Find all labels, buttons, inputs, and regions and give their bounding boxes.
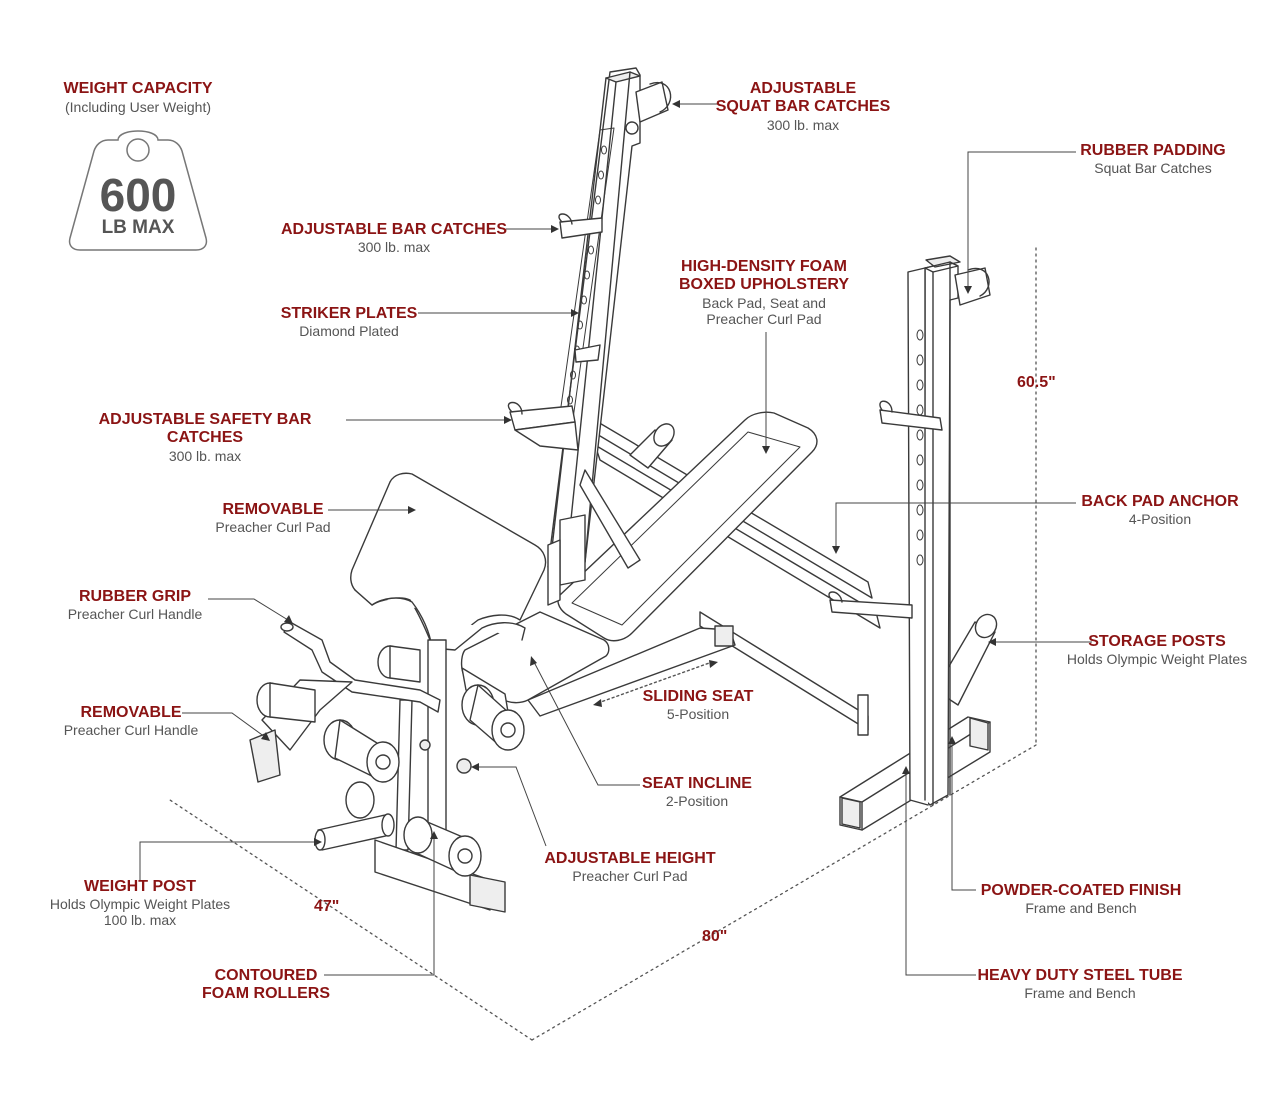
callout-subtitle: Back Pad, Seat and Preacher Curl Pad	[702, 294, 826, 327]
storage-post-left	[629, 423, 675, 469]
weight-capacity-title: WEIGHT CAPACITY	[63, 80, 213, 97]
callout-subtitle: 300 lb. max	[766, 116, 840, 133]
callout-rubber-padding: RUBBER PADDING Squat Bar Catches	[1063, 142, 1243, 176]
callout-title: REMOVABLE	[222, 501, 324, 518]
callout-title: POWDER-COATED FINISH	[980, 882, 1182, 899]
callout-title: WEIGHT POST	[84, 878, 196, 895]
left-upright	[507, 67, 672, 571]
callout-subtitle: Preacher Curl Handle	[63, 722, 199, 739]
callout-subtitle: Frame and Bench	[1025, 900, 1137, 917]
callout-subtitle: Preacher Curl Pad	[572, 868, 688, 885]
weight-capacity-number: 600	[99, 169, 177, 221]
dimension-width: 80"	[702, 928, 728, 945]
seat	[460, 611, 736, 717]
callout-subtitle: Frame and Bench	[1024, 985, 1136, 1002]
callout-weight-post: WEIGHT POST Holds Olympic Weight Plates …	[40, 878, 240, 929]
weight-capacity-subtitle: (Including User Weight)	[64, 99, 212, 115]
foam-rollers	[256, 645, 525, 877]
callout-title: ADJUSTABLE SQUAT BAR CATCHES	[715, 80, 891, 116]
callout-title: HEAVY DUTY STEEL TUBE	[977, 967, 1183, 984]
callout-steel-tube: HEAVY DUTY STEEL TUBE Frame and Bench	[970, 967, 1190, 1001]
callout-striker-plates: STRIKER PLATES Diamond Plated	[269, 305, 429, 339]
sliding-seat-travel	[597, 661, 713, 704]
callout-removable-handle: REMOVABLE Preacher Curl Handle	[46, 704, 216, 738]
preacher-curl-pad	[350, 472, 547, 651]
callout-title: RUBBER PADDING	[1080, 142, 1226, 159]
callout-title: BACK PAD ANCHOR	[1081, 493, 1239, 510]
callout-title: SLIDING SEAT	[642, 688, 754, 705]
callout-subtitle: Holds Olympic Weight Plates 100 lb. max	[49, 896, 231, 929]
callout-subtitle: Diamond Plated	[299, 323, 399, 340]
callout-title: RUBBER GRIP	[78, 588, 191, 605]
callout-bar-catches: ADJUSTABLE BAR CATCHES 300 lb. max	[276, 221, 512, 255]
callout-title: HIGH-DENSITY FOAM BOXED UPHOLSTERY	[678, 258, 850, 294]
callout-foam-rollers: CONTOURED FOAM ROLLERS	[186, 967, 346, 1004]
callout-title: CONTOURED FOAM ROLLERS	[202, 967, 330, 1003]
callout-sliding-seat: SLIDING SEAT 5-Position	[628, 688, 768, 722]
callout-subtitle: 4-Position	[1128, 511, 1192, 528]
callout-title: ADJUSTABLE HEIGHT	[544, 850, 716, 867]
right-upright	[828, 255, 991, 806]
adjustment-knob	[419, 739, 472, 774]
callout-title: SEAT INCLINE	[642, 775, 752, 792]
callout-back-pad-anchor: BACK PAD ANCHOR 4-Position	[1070, 493, 1250, 527]
leader-arrowheads	[261, 100, 996, 846]
callout-title: ADJUSTABLE SAFETY BAR CATCHES	[98, 411, 312, 447]
callout-subtitle: Preacher Curl Handle	[67, 606, 203, 623]
callout-subtitle: Holds Olympic Weight Plates	[1066, 651, 1248, 668]
callout-upholstery: HIGH-DENSITY FOAM BOXED UPHOLSTERY Back …	[664, 258, 864, 327]
callout-squat-bar-catches: ADJUSTABLE SQUAT BAR CATCHES 300 lb. max	[703, 80, 903, 133]
weight-capacity-unit: LB MAX	[101, 217, 175, 238]
back-pad	[557, 411, 818, 642]
left-lower-frame	[547, 469, 641, 606]
leader-lines	[139, 103, 1092, 976]
callout-title: STORAGE POSTS	[1088, 633, 1226, 650]
callout-title: REMOVABLE	[80, 704, 182, 721]
weight-post	[314, 813, 395, 851]
callout-subtitle: 300 lb. max	[168, 447, 242, 464]
callout-rubber-grip: RUBBER GRIP Preacher Curl Handle	[50, 588, 220, 622]
callout-title: ADJUSTABLE BAR CATCHES	[280, 221, 508, 238]
callout-subtitle: 300 lb. max	[357, 239, 431, 256]
callout-seat-incline: SEAT INCLINE 2-Position	[627, 775, 767, 809]
callout-adjustable-height: ADJUSTABLE HEIGHT Preacher Curl Pad	[540, 850, 720, 884]
callout-title: STRIKER PLATES	[280, 305, 418, 322]
callout-removable-pad: REMOVABLE Preacher Curl Pad	[198, 501, 348, 535]
callout-powder-coated: POWDER-COATED FINISH Frame and Bench	[971, 882, 1191, 916]
callout-subtitle: 2-Position	[665, 793, 729, 810]
callout-subtitle: Preacher Curl Pad	[215, 519, 331, 536]
callout-storage-posts: STORAGE POSTS Holds Olympic Weight Plate…	[1052, 633, 1262, 667]
callout-subtitle: Squat Bar Catches	[1094, 160, 1212, 177]
weight-icon	[68, 130, 208, 251]
dimension-height: 60.5"	[1017, 374, 1056, 391]
callout-subtitle: 5-Position	[666, 706, 730, 723]
dimension-depth: 47"	[314, 898, 340, 915]
callout-safety-bar-catches: ADJUSTABLE SAFETY BAR CATCHES 300 lb. ma…	[60, 411, 350, 464]
